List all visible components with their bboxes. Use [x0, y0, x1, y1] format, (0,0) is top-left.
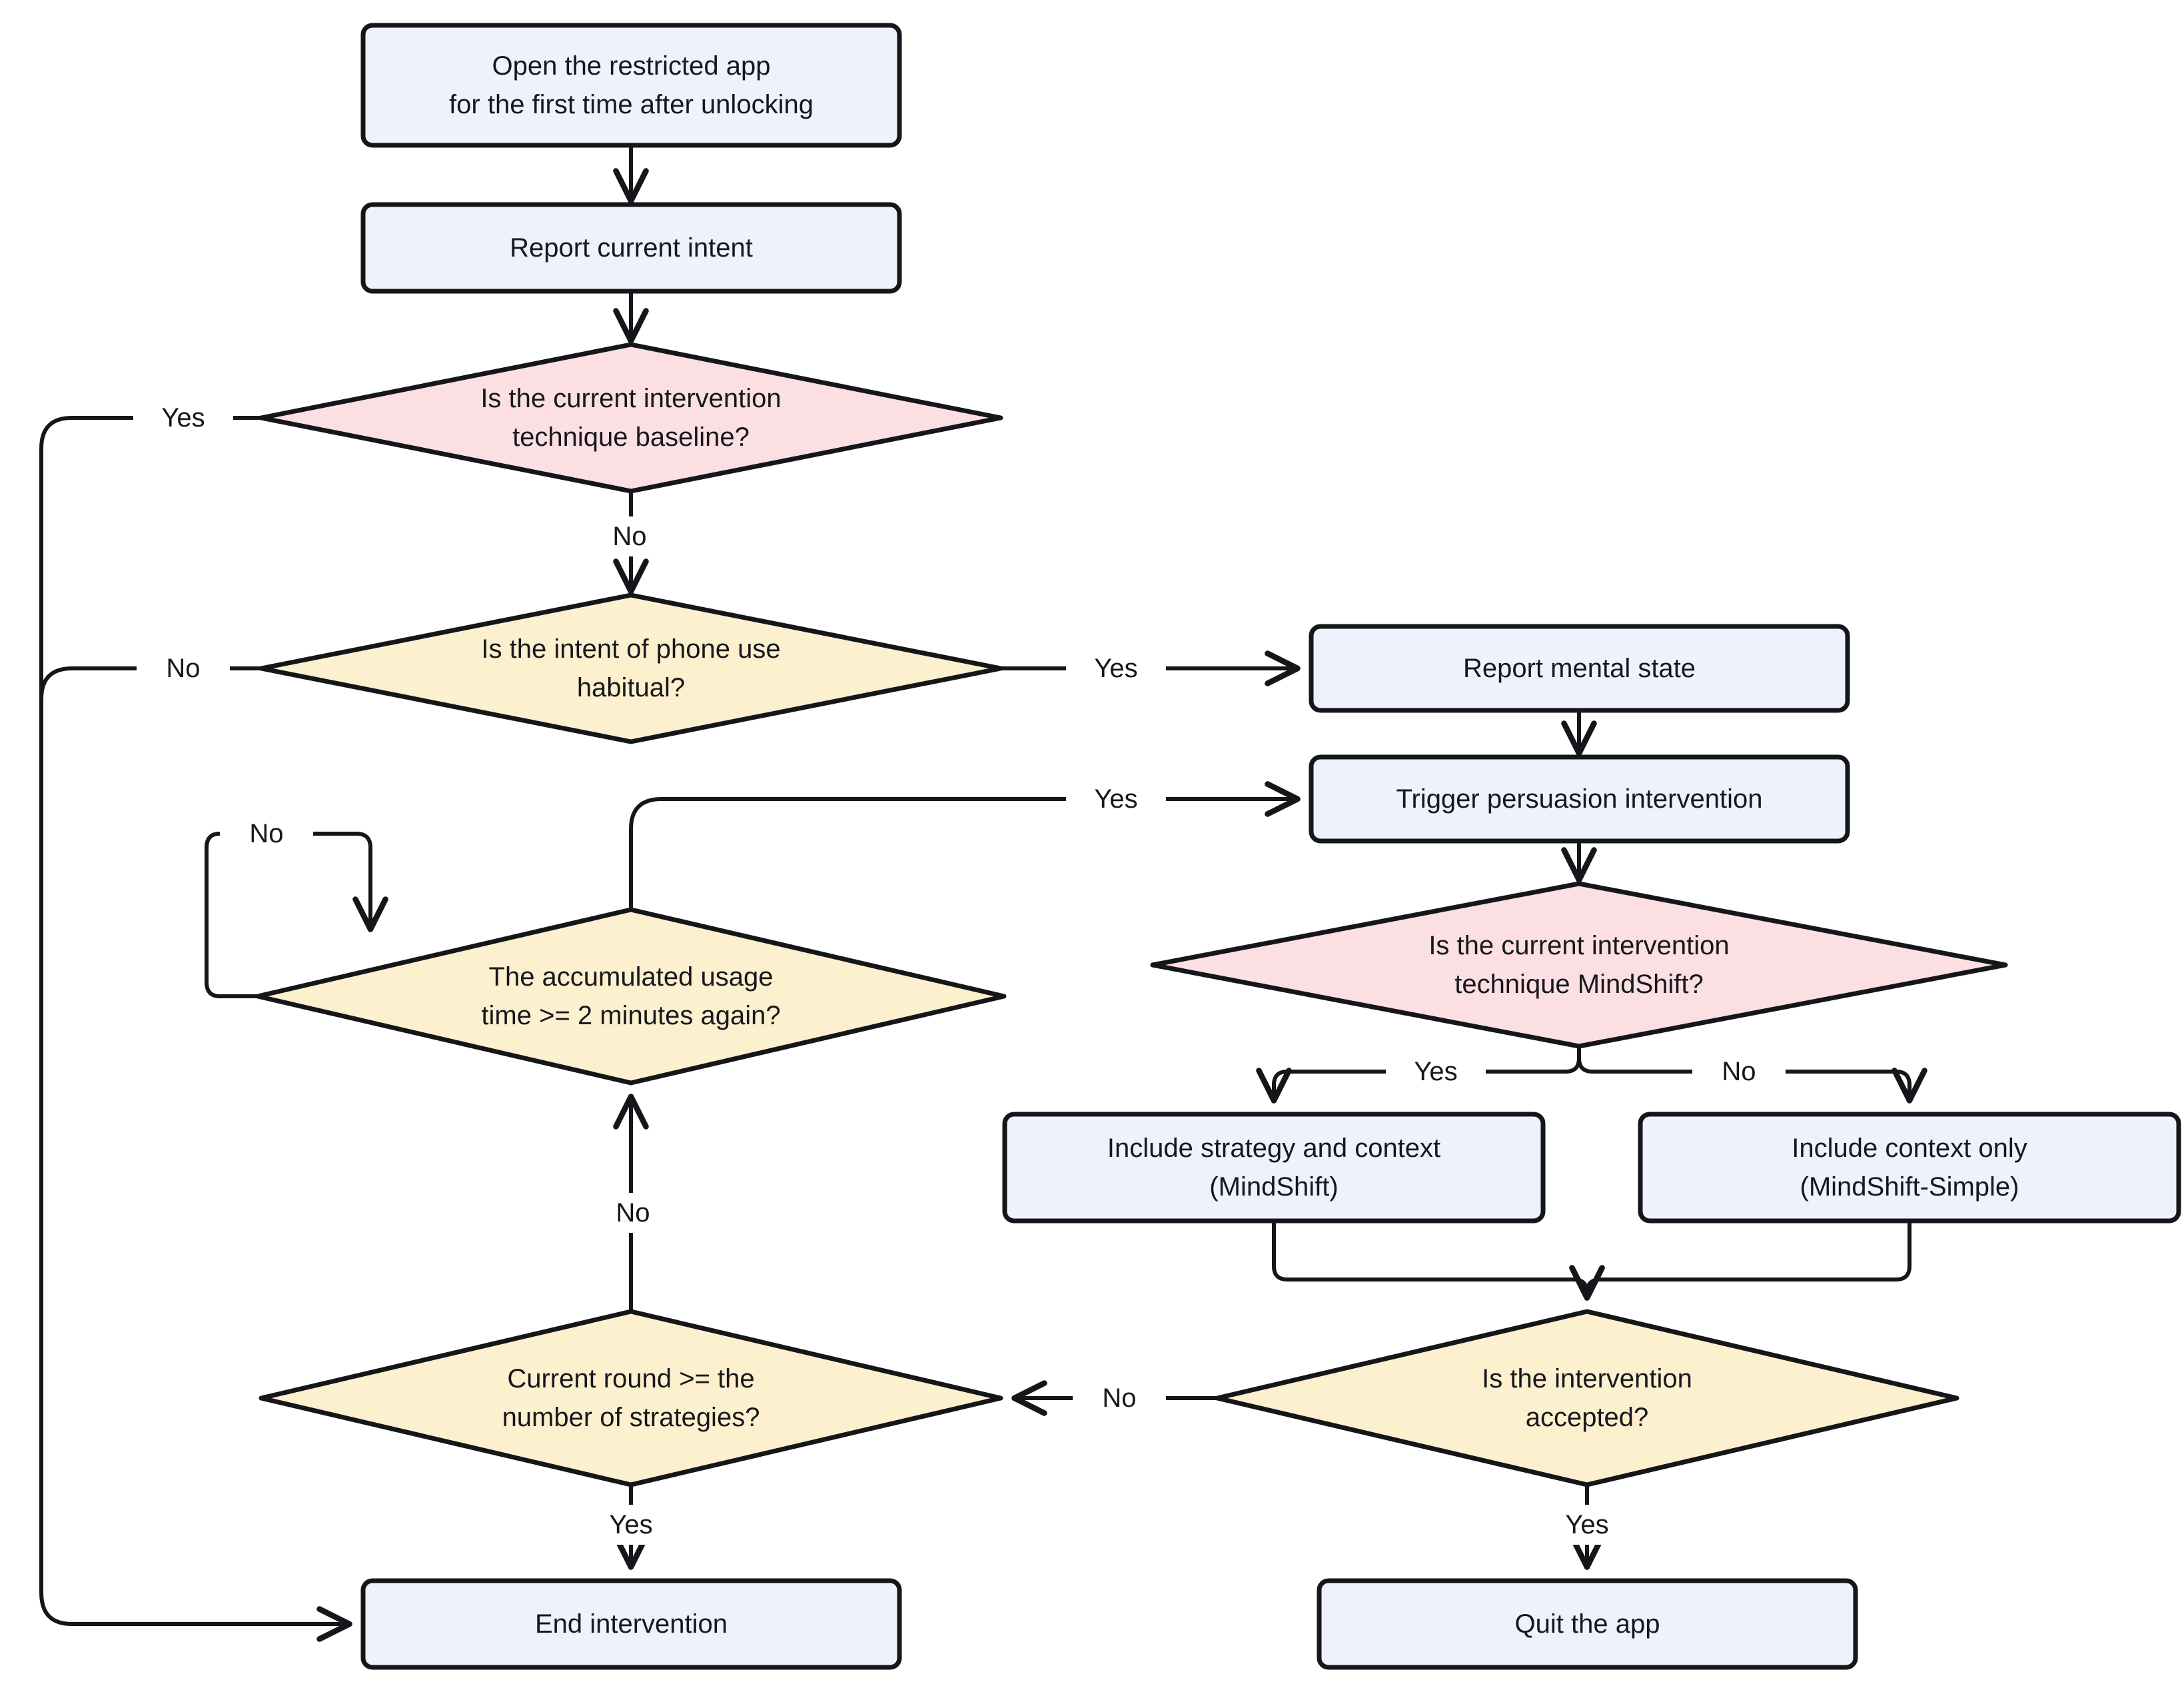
edge-mindshift-no — [1577, 1044, 1927, 1104]
node-is-habitual — [259, 592, 1003, 744]
node-quit-app — [1317, 1578, 1858, 1670]
edge-strategy-to-accepted — [1272, 1219, 1605, 1301]
edge-context-to-accepted — [1569, 1219, 1911, 1301]
node-trigger-persuasion — [1309, 754, 1850, 844]
node-accumulated-usage — [255, 907, 1007, 1086]
node-report-intent — [360, 202, 902, 294]
edge-habitual-no — [39, 666, 263, 701]
node-is-accepted — [1215, 1309, 1959, 1487]
node-current-round — [259, 1309, 1003, 1487]
node-include-context-only — [1638, 1112, 2181, 1224]
edge-baseline-yes — [39, 416, 352, 1642]
node-is-baseline — [259, 342, 1003, 494]
edge-usage-yes — [629, 781, 1301, 912]
node-is-mindshift — [1150, 881, 2008, 1049]
edge-usage-no-loop — [205, 832, 388, 998]
node-report-mental-state — [1309, 624, 1850, 713]
node-end-intervention — [360, 1578, 902, 1670]
node-include-strategy-context — [1002, 1112, 1546, 1224]
edge-mindshift-yes — [1256, 1044, 1581, 1104]
node-open-app — [360, 23, 902, 148]
